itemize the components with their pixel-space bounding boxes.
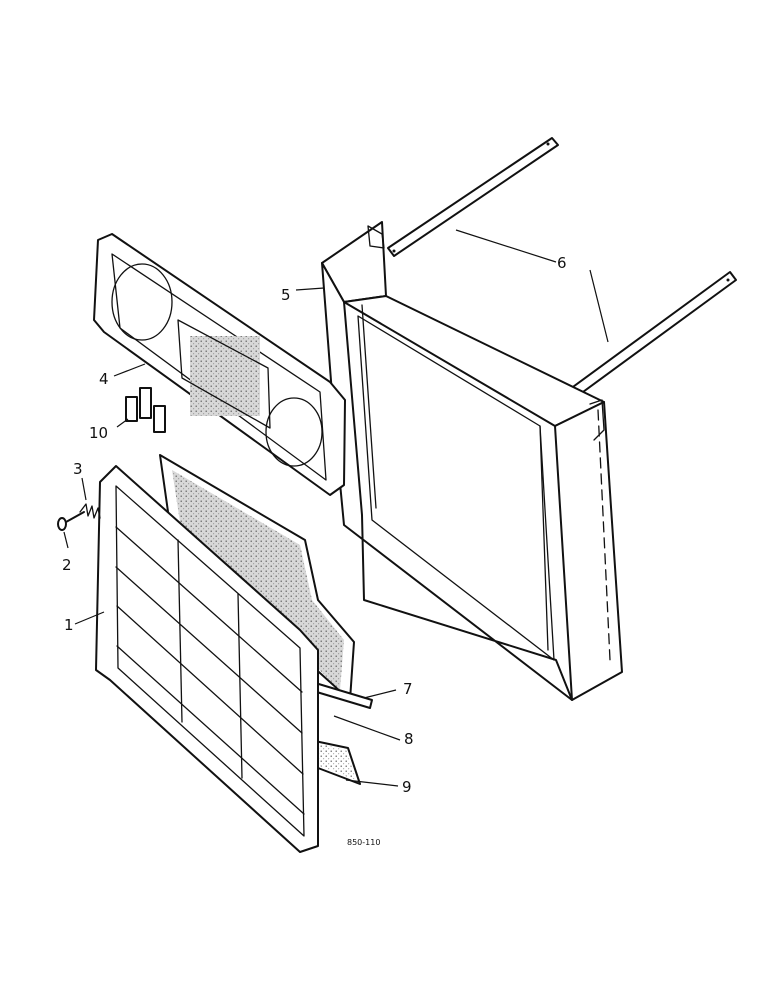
callout-4: 4: [99, 370, 109, 388]
callout-1: 1: [64, 616, 74, 634]
callout-7: 7: [403, 680, 413, 698]
callout-6: 6: [557, 254, 567, 272]
callout-5: 5: [281, 286, 291, 304]
grille-panel: [95, 465, 319, 853]
callout-3: 3: [73, 460, 83, 478]
drawing-reference: 850-110: [347, 838, 380, 847]
callout-9: 9: [402, 778, 412, 796]
clip-set: [125, 387, 166, 433]
callout-8: 8: [404, 730, 414, 748]
callout-10: 10: [89, 424, 108, 442]
support-strap-lower: [565, 271, 737, 401]
leader-lines: [63, 229, 609, 787]
grille-bezel: [93, 233, 346, 496]
spring: [79, 503, 101, 519]
callout-2: 2: [62, 556, 72, 574]
radiator-shell: [321, 221, 623, 701]
screw: [57, 511, 85, 531]
support-strap-upper: [387, 137, 559, 257]
